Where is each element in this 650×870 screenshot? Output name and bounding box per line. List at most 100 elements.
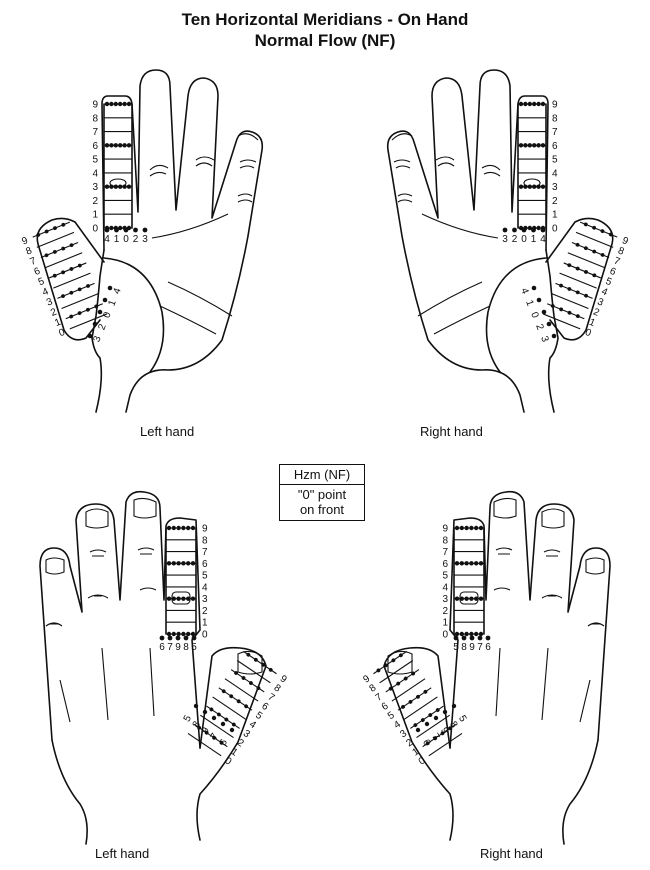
back-right-thumb-dot xyxy=(428,713,433,717)
palm-left-thumb-label: 7 xyxy=(29,255,39,267)
back-right-thumb-base-dot xyxy=(415,727,421,733)
back-right-thumb-label: 3 xyxy=(398,728,409,740)
palm-right-fingerprint-mark xyxy=(523,178,541,188)
back-left-scale-label: 3 xyxy=(202,594,208,605)
back-left-scale-label: 7 xyxy=(202,547,208,558)
back-right-meridian-dot xyxy=(454,525,460,531)
back-right-thumb-base-dot xyxy=(442,709,448,715)
back-right-meridian-dot xyxy=(478,596,484,601)
back-left-scale-label: 0 xyxy=(202,630,208,641)
back-right-thumb-dot xyxy=(401,704,405,709)
back-right-meridian-dot xyxy=(454,596,460,601)
palm-right-thumb-label: 0 xyxy=(583,327,593,339)
back-left-meridian-dot xyxy=(181,596,186,601)
back-right-thumb-label: 0 xyxy=(417,755,428,767)
palm-left-base-dot xyxy=(133,227,138,233)
palm-left-scale-label: 4 xyxy=(92,168,98,179)
back-left-thumb-dot xyxy=(197,725,202,730)
back-left-scale-label: 4 xyxy=(202,582,208,593)
palm-right-thumb-base-label: 3 xyxy=(538,335,550,344)
back-right-thumb-dot xyxy=(398,653,403,658)
back-left-base-label: 8 xyxy=(183,642,189,653)
legend-line-1: "0" point xyxy=(297,487,347,502)
palm-left-meridian-dot xyxy=(104,101,110,107)
palm-left-thumb-label: 0 xyxy=(57,327,67,339)
palm-right-thumb-label: 7 xyxy=(612,256,622,268)
palm-left-meridian-dot xyxy=(126,101,132,107)
back-right-meridian-dot xyxy=(478,525,484,531)
back-right-thumb-label: 1 xyxy=(411,746,422,758)
palm-left-thumb-line xyxy=(69,313,108,330)
back-right-thumb-label: 9 xyxy=(361,673,372,685)
palm-left-thumb-base-label: 2 xyxy=(97,322,109,331)
back-left-base-dot xyxy=(167,635,173,641)
back-left-scale-label: 2 xyxy=(202,606,208,617)
palm-left-thumb-base-label: 3 xyxy=(92,334,104,343)
back-right-meridian-dot xyxy=(459,631,464,637)
back-left-thumb-base-label: 8 xyxy=(191,719,204,730)
back-left-base-dot xyxy=(183,635,189,641)
palm-right-meridian-dot xyxy=(518,184,524,189)
back-right-meridian-dot xyxy=(474,631,479,637)
back-left-thumb-label: 4 xyxy=(247,719,258,731)
back-left-thumb-dot xyxy=(219,740,224,745)
back-right-meridian-dot xyxy=(474,596,479,601)
palm-left-scale-label: 1 xyxy=(92,210,98,221)
back-left-thumb-label: 3 xyxy=(241,728,252,740)
back-right-base-label: 6 xyxy=(485,642,491,653)
palm-left-thumb-dot xyxy=(69,267,74,271)
palm-left-meridian-dot xyxy=(126,143,132,148)
back-left-thumb-line xyxy=(212,696,247,720)
back-right-meridian-dot xyxy=(459,525,464,531)
back-left-thumb-dot xyxy=(212,735,216,740)
palm-left-thumb-base-dot xyxy=(92,321,98,327)
back-left-thumb-base-dot xyxy=(202,709,208,715)
back-right-meridian-dot xyxy=(454,561,460,566)
palm-right-thumb-dot xyxy=(584,293,588,298)
back-right-thumb-dot xyxy=(440,731,445,736)
palm-right-thumb-dot xyxy=(567,263,572,268)
back-right-meridian-dot xyxy=(464,561,469,566)
back-right-base-label: 5 xyxy=(453,642,459,653)
back-left-meridian-dot xyxy=(190,631,196,637)
back-right-thumb-label: 2 xyxy=(404,737,415,749)
back-left-thumb-label: 8 xyxy=(272,682,283,694)
palm-left-thumb-line xyxy=(53,272,91,289)
palm-right-thumb-base-dot xyxy=(551,333,557,339)
back-right-scale-label: 5 xyxy=(442,571,448,582)
back-right-scale-label: 8 xyxy=(442,535,448,546)
palm-left-meridian-dot xyxy=(109,101,114,107)
palm-right-thumb-base-label: 0 xyxy=(528,311,540,320)
back-left-thumb-dot xyxy=(209,707,214,712)
caption-left-hand-palm: Left hand xyxy=(140,424,195,439)
palm-left-thumb-dot xyxy=(44,229,49,234)
back-left-thumb-label: 2 xyxy=(235,737,246,749)
palm-left-thumb-dot xyxy=(69,243,74,248)
back-right-meridian-dot xyxy=(469,561,474,566)
palm-left-thumb-label: 3 xyxy=(45,296,55,308)
palm-left-thumb-dot xyxy=(77,287,82,292)
back-left-thumb-label: 9 xyxy=(278,673,289,685)
palm-left-thumb-line xyxy=(36,231,75,248)
back-right-thumb-dot xyxy=(420,718,425,722)
palm-right-thumb-base-dot xyxy=(541,309,547,315)
back-left-meridian-dot xyxy=(190,525,196,531)
back-left-base-label: 9 xyxy=(175,642,181,653)
palm-right-thumb-dot xyxy=(600,253,605,257)
back-left-thumb-line xyxy=(200,714,234,739)
back-left-meridian-dot xyxy=(190,561,196,566)
back-left-thumb-label: 6 xyxy=(259,701,270,713)
back-right-base-dot xyxy=(453,635,459,641)
back-right-thumb-dot xyxy=(408,699,413,704)
palm-left-thumb-base-dot xyxy=(102,297,108,303)
back-right-thumb-dot xyxy=(391,658,396,663)
back-right-scale-label: 4 xyxy=(442,582,448,593)
back-right-thumb-dot xyxy=(411,671,416,676)
palm-left-base-label: 2 xyxy=(133,234,139,245)
